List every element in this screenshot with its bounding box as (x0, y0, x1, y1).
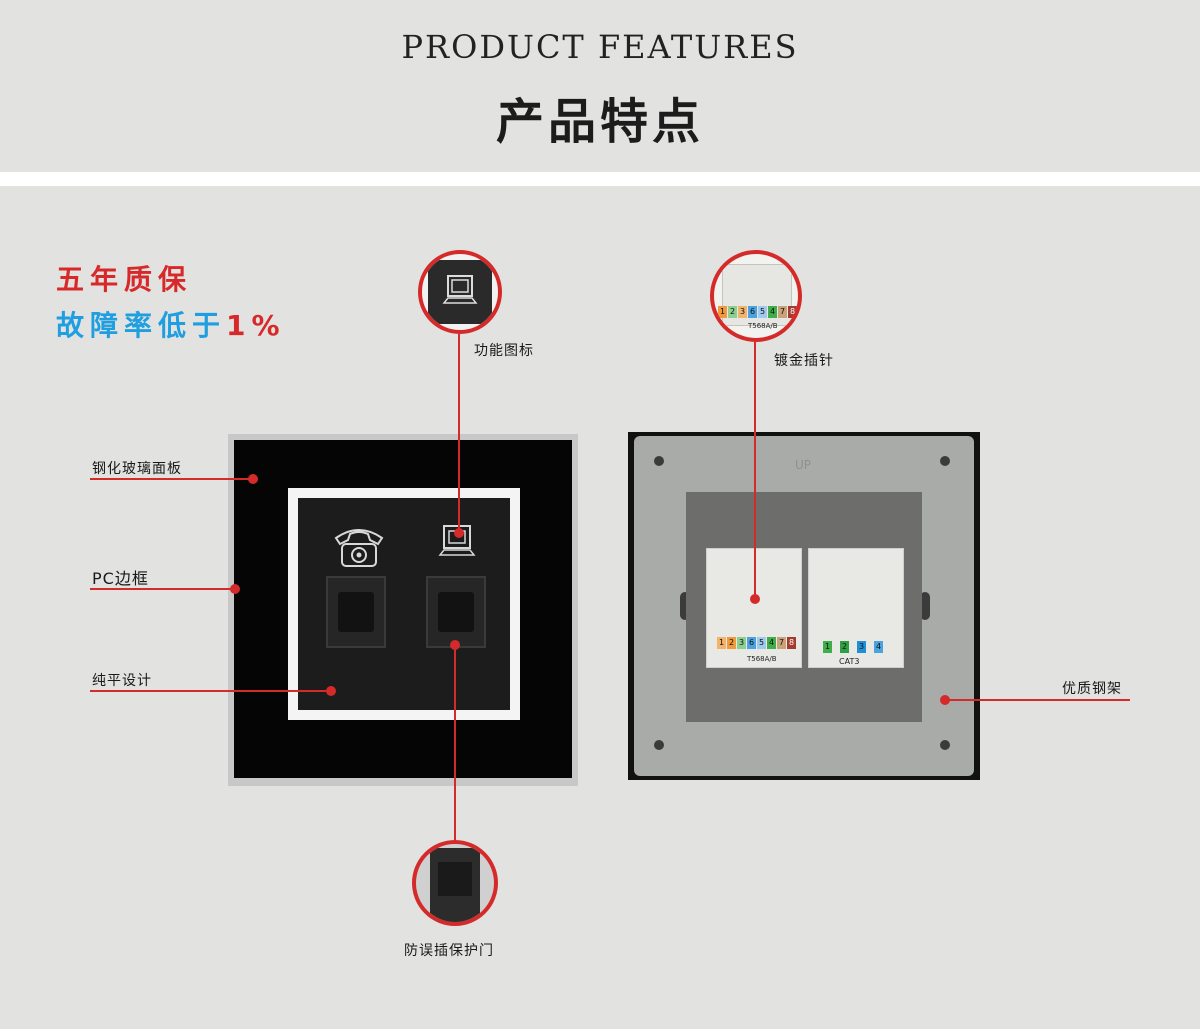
pin: 6 (748, 306, 757, 318)
callout-line-gold (754, 342, 756, 596)
pin: 4 (768, 306, 777, 318)
rj45-pins: 1 2 3 6 5 4 7 8 (717, 637, 796, 649)
pin: 3 (738, 306, 747, 318)
pin: 1 (717, 637, 726, 649)
callout-line-steel (945, 699, 1130, 701)
telephone-icon (334, 529, 384, 567)
shutter-zoom-body (430, 848, 480, 922)
pin: 3 (857, 641, 866, 653)
callout-line-glass (90, 478, 250, 480)
gold-pins-zoom: 1 2 3 6 5 4 7 8 T568A/B (710, 250, 802, 342)
title-cn: 产品特点 (495, 94, 704, 150)
pin: 7 (778, 306, 787, 318)
pin: 4 (767, 637, 776, 649)
cat3-pins: 1 2 3 4 (823, 641, 883, 653)
screw-hole-br (940, 740, 950, 750)
screw-hole-tl (654, 456, 664, 466)
screw-hole-bl (654, 740, 664, 750)
callout-function-icon: 功能图标 (474, 343, 534, 359)
pin: 8 (788, 306, 797, 318)
pin: 5 (758, 306, 767, 318)
failure-rate-prefix: 故障率低于 (56, 309, 227, 342)
shutter-zoom (412, 840, 498, 926)
callout-dot-pc (230, 584, 240, 594)
computer-icon-zoom (442, 275, 478, 304)
pin: 7 (777, 637, 786, 649)
header-band: PRODUCT FEATURES 产品特点 (0, 0, 1200, 172)
callout-dot-glass (248, 474, 258, 484)
front-module-face (298, 498, 510, 710)
mount-slot-left (680, 592, 690, 620)
telephone-port-shutter (338, 592, 374, 632)
pin: 2 (728, 306, 737, 318)
pin: 5 (757, 637, 766, 649)
network-port-shutter (438, 592, 474, 632)
shutter-zoom-door (438, 862, 472, 896)
callout-pc-frame: PC边框 (92, 569, 149, 588)
gold-pins-zoom-code: T568A/B (748, 322, 778, 330)
callout-line-shutter (454, 645, 456, 841)
callout-dot-function (454, 528, 464, 538)
gold-pins-zoom-strip: 1 2 3 6 5 4 7 8 (718, 306, 797, 318)
callout-steel-frame: 优质钢架 (1062, 681, 1122, 697)
function-icon-zoom-face (428, 260, 492, 324)
title-en: PRODUCT FEATURES (401, 28, 799, 66)
callout-dot-gold (750, 594, 760, 604)
telephone-port[interactable] (326, 576, 386, 648)
rj45-code: T568A/B (747, 655, 777, 663)
callout-shutter-door: 防误插保护门 (404, 943, 494, 959)
warranty-badge: 五年质保 (56, 263, 193, 296)
cat3-module: 1 2 3 4 CAT3 (808, 548, 904, 668)
pin: 3 (737, 637, 746, 649)
callout-glass-panel: 钢化玻璃面板 (92, 461, 182, 477)
divider (0, 172, 1200, 186)
callout-gold-pins: 镀金插针 (774, 353, 834, 369)
pin: 2 (727, 637, 736, 649)
pin: 1 (718, 306, 727, 318)
pin: 6 (747, 637, 756, 649)
failure-rate-badge: 故障率低于1% (56, 304, 286, 344)
up-mark: UP (795, 458, 812, 472)
pin: 8 (787, 637, 796, 649)
failure-rate-value: 1% (226, 309, 286, 342)
callout-dot-flat (326, 686, 336, 696)
callout-line-flat (90, 690, 328, 692)
network-port[interactable] (426, 576, 486, 648)
pin: 2 (840, 641, 849, 653)
pin: 4 (874, 641, 883, 653)
callout-line-function (458, 334, 460, 532)
pin: 1 (823, 641, 832, 653)
mount-slot-right (920, 592, 930, 620)
callout-line-pc (90, 588, 232, 590)
function-icon-zoom (418, 250, 502, 334)
callout-flat-design: 纯平设计 (92, 673, 152, 689)
screw-hole-tr (940, 456, 950, 466)
cat3-code: CAT3 (839, 657, 860, 666)
